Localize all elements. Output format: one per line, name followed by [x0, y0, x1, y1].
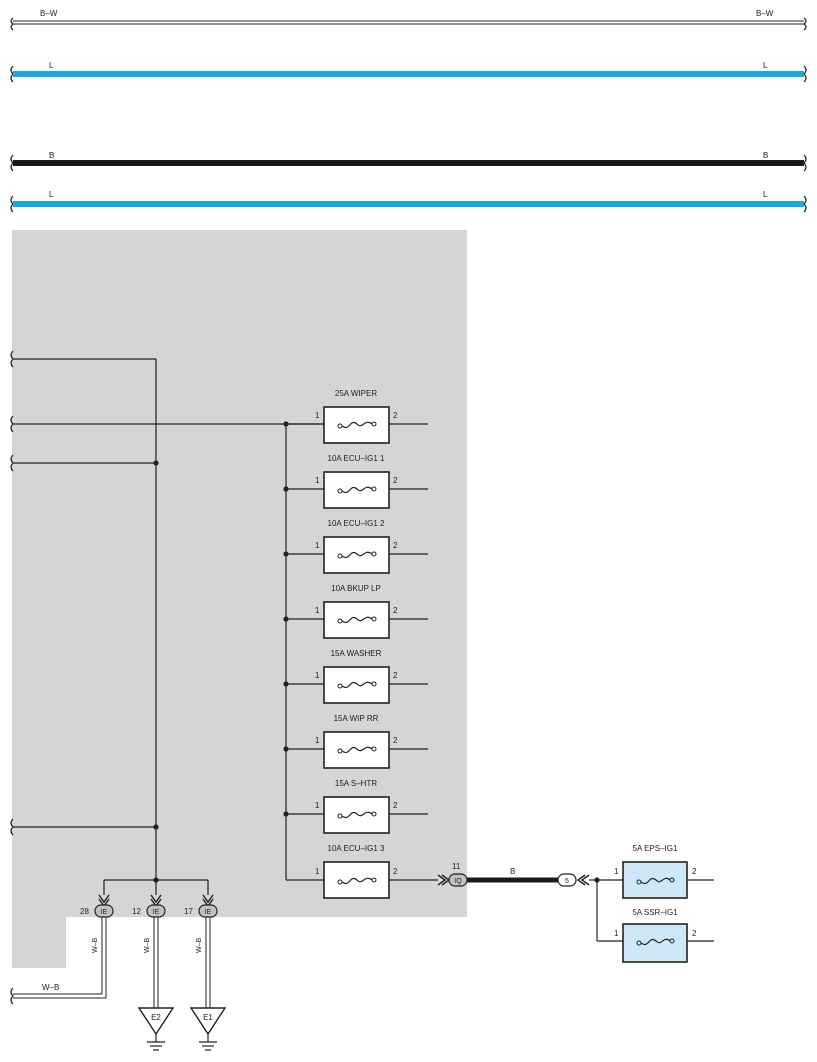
fuse-pin-in: 1 — [315, 541, 320, 550]
fuse-pin-in: 1 — [315, 801, 320, 810]
fuse-label: 10A BKUP LP — [331, 584, 381, 593]
fuse-pin-out: 2 — [393, 606, 398, 615]
fuse-label: 10A ECU–IG1 2 — [328, 519, 385, 528]
fuse-label: 25A WIPER — [335, 389, 377, 398]
wire-b-label-right: B — [763, 151, 768, 160]
fuse-pin-in: 1 — [315, 736, 320, 745]
fuse-label: 10A ECU–IG1 1 — [328, 454, 385, 463]
ground-e2: E2 — [137, 1007, 175, 1051]
panel-input-wires — [10, 350, 324, 895]
wire-bw-label-right: B–W — [756, 9, 774, 18]
connector-ie-17: IE 17 — [184, 894, 218, 918]
wire-wb-label: W–B — [144, 938, 151, 954]
fuse-s-htr: 15A S–HTR 1 2 — [286, 779, 428, 834]
ground-e1-label: E1 — [203, 1013, 213, 1022]
ground-e2-label: E2 — [151, 1013, 161, 1022]
wire-bw: B–W B–W — [10, 9, 807, 31]
connector-ie-code: IE — [205, 909, 212, 916]
fuse-ecu-ig1-2: 10A ECU–IG1 2 1 2 — [286, 519, 428, 574]
fuse-washer: 15A WASHER 1 2 — [286, 649, 428, 704]
fuse-pin-out: 2 — [393, 411, 398, 420]
connector-iq-pin: 11 — [452, 862, 461, 871]
wb-wires — [10, 917, 211, 1008]
wire-wb-label: W–B — [196, 938, 203, 954]
fuse-eps-ig1: 5A EPS–IG1 1 2 — [614, 844, 714, 899]
fuse-pin-out: 2 — [393, 671, 398, 680]
wire-l1-label-left: L — [49, 61, 54, 70]
fuse-pin-in: 1 — [315, 476, 320, 485]
fuse-pin-in: 1 — [315, 867, 320, 876]
wire-l-1: L L — [10, 61, 807, 83]
wire-iq-b-label: B — [510, 867, 515, 876]
junction-block-panel — [12, 230, 467, 968]
fuse-label: 10A ECU–IG1 3 — [328, 844, 385, 853]
fuse-label: 5A SSR–IG1 — [632, 908, 678, 917]
fuse-pin-out: 2 — [692, 929, 697, 938]
fuse-label: 15A WASHER — [331, 649, 382, 658]
wire-wb-bottom-label: W–B — [42, 983, 59, 992]
connector-ie-code: IE — [153, 909, 160, 916]
connector-ie-12: IE 12 — [132, 894, 166, 918]
wire-bw-label-left: B–W — [40, 9, 58, 18]
fuse-label: 5A EPS–IG1 — [633, 844, 678, 853]
ground-e1: E1 — [189, 1007, 227, 1051]
fuse-pin-out: 2 — [393, 867, 398, 876]
wire-b: B B — [10, 151, 807, 172]
fuse-pin-out: 2 — [393, 736, 398, 745]
fuse-wip-rr: 15A WIP RR 1 2 — [286, 714, 428, 769]
fuse-pin-in: 1 — [315, 671, 320, 680]
fuse-pin-out: 2 — [393, 801, 398, 810]
fuse-pin-in: 1 — [614, 929, 619, 938]
fuse-bkup-lp: 10A BKUP LP 1 2 — [286, 584, 428, 639]
wire-l2-label-right: L — [763, 190, 768, 199]
splice-5-code: 5 — [565, 878, 569, 885]
fuse-pin-out: 2 — [393, 541, 398, 550]
wire-wb-label: W–B — [92, 938, 99, 954]
fuse-ssr-ig1: 5A SSR–IG1 1 2 — [614, 908, 714, 963]
fuse-pin-out: 2 — [393, 476, 398, 485]
wb-labels: W–B W–B W–B W–B — [42, 938, 203, 993]
junction-dots — [153, 421, 600, 883]
wire-l-2: L L — [10, 190, 807, 213]
fuse-pin-in: 1 — [315, 411, 320, 420]
splice-5: 5 — [557, 873, 623, 942]
fuse-pin-in: 1 — [614, 867, 619, 876]
connector-ie-pin: 17 — [184, 907, 193, 916]
wire-b-label-left: B — [49, 151, 54, 160]
fuse-ecu-ig1-1: 10A ECU–IG1 1 1 2 — [286, 454, 428, 509]
connector-ie-pin: 12 — [132, 907, 141, 916]
fuse-pin-out: 2 — [692, 867, 697, 876]
connector-iq-code: IQ — [454, 878, 462, 885]
fuse-ecu-ig1-3: 10A ECU–IG1 3 1 2 — [286, 844, 438, 899]
connector-ie-code: IE — [101, 909, 108, 916]
fuse-pin-in: 1 — [315, 606, 320, 615]
wire-l1-label-right: L — [763, 61, 768, 70]
fuse-wiper: 25A WIPER 1 2 — [286, 389, 428, 444]
connector-ie-28: IE 28 — [80, 894, 114, 918]
fuse-label: 15A WIP RR — [334, 714, 379, 723]
fuse-label: 15A S–HTR — [335, 779, 377, 788]
connector-iq: IQ 11 — [437, 862, 468, 887]
connector-ie-pin: 28 — [80, 907, 89, 916]
wire-l2-label-left: L — [49, 190, 54, 199]
